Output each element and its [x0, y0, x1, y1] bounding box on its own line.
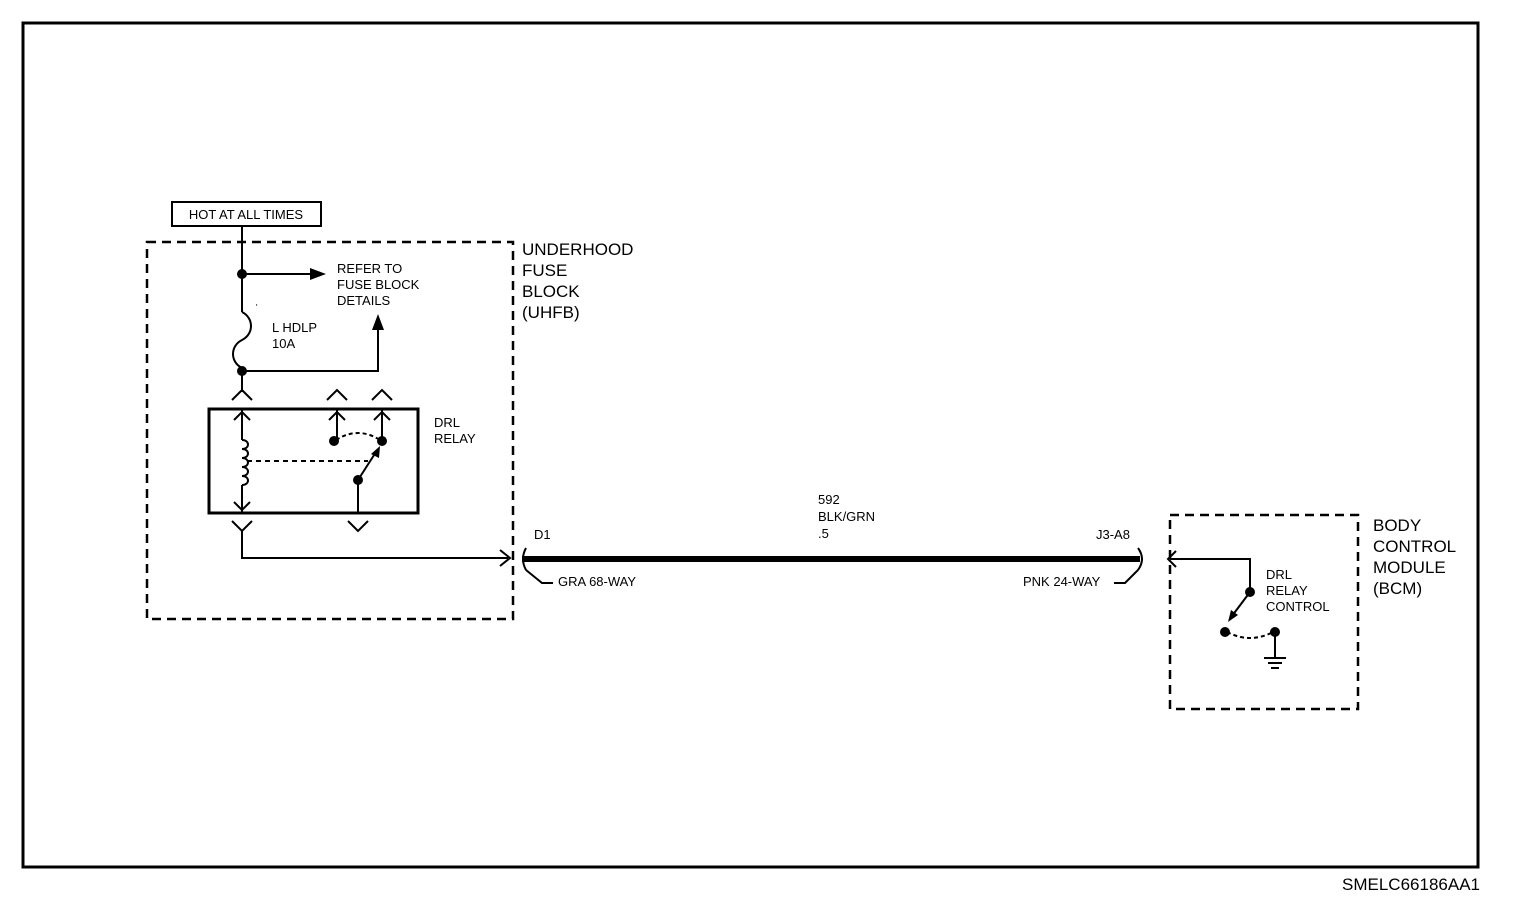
relay-connector-top-3 [371, 388, 393, 401]
svg-text:REFER TO: REFER TO [337, 261, 402, 276]
svg-text:(UHFB): (UHFB) [522, 303, 580, 322]
svg-text:DRL: DRL [1266, 567, 1292, 582]
bcm-input-wire [1170, 558, 1251, 592]
contact-travel [335, 432, 381, 441]
bcm-label: BODY CONTROL MODULE (BCM) [1373, 516, 1456, 598]
svg-text:BLOCK: BLOCK [522, 282, 580, 301]
relay-connector-bottom-1 [231, 520, 253, 533]
wire-circuit: 592 [818, 492, 840, 507]
uhfb-label: UNDERHOOD FUSE BLOCK (UHFB) [522, 240, 633, 322]
refer-up-arrow-head [372, 314, 384, 330]
connector-right-leader [1114, 569, 1139, 584]
connector-left-shape [522, 547, 527, 571]
uhfb-boundary [145, 240, 515, 621]
connector-left-leader [525, 569, 553, 584]
coil-arrow-top [233, 410, 251, 421]
bcm-boundary [1168, 513, 1360, 711]
svg-text:FUSE: FUSE [522, 261, 567, 280]
conn-right-pin: J3-A8 [1096, 527, 1130, 542]
bcm-contact-bottom [1220, 627, 1230, 637]
svg-text:DRL: DRL [434, 415, 460, 430]
fuse-name: L HDLP [272, 320, 317, 335]
hot-label: HOT AT ALL TIMES [189, 207, 303, 222]
switch-arm [357, 451, 377, 481]
switch-arm-head [371, 446, 380, 458]
relay-connector-top-2 [326, 388, 348, 401]
bcm-switch-arm [1231, 591, 1251, 617]
wire-label: 592 BLK/GRN .5 [818, 492, 875, 541]
relay-coil [241, 439, 249, 486]
contact-no [377, 436, 387, 446]
conn-left-pin: D1 [534, 527, 551, 542]
svg-text:UNDERHOOD: UNDERHOOD [522, 240, 633, 259]
svg-text:RELAY: RELAY [1266, 583, 1308, 598]
bcm-entry-arrow [1166, 550, 1177, 568]
svg-text:BODY: BODY [1373, 516, 1421, 535]
bcm-control-label: DRL RELAY CONTROL [1266, 567, 1330, 614]
conn-right-name: PNK 24-WAY [1023, 574, 1101, 589]
conn-left-name: GRA 68-WAY [558, 574, 636, 589]
contact-nc-arrow [328, 410, 346, 421]
svg-text:MODULE: MODULE [1373, 558, 1446, 577]
coil-arrow-bottom [233, 501, 251, 512]
svg-text:CONTROL: CONTROL [1266, 599, 1330, 614]
svg-text:DETAILS: DETAILS [337, 293, 391, 308]
refer-arrow-head [310, 268, 326, 280]
fuse-rating: 10A [272, 336, 295, 351]
bcm-switch-head [1228, 610, 1238, 622]
uhfb-exit-arrow [499, 549, 512, 567]
drl-relay-box [207, 407, 420, 515]
connector-right-shape [1137, 547, 1143, 571]
svg-text:CONTROL: CONTROL [1373, 537, 1456, 556]
svg-text:(BCM): (BCM) [1373, 579, 1422, 598]
wire-color: BLK/GRN [818, 509, 875, 524]
coil-ground-wire [241, 531, 508, 559]
ground-icon [1264, 657, 1286, 669]
relay-connector-bottom-2 [347, 520, 369, 533]
fuse-symbol [232, 311, 252, 369]
contact-nc [329, 436, 339, 446]
hot-at-all-times-box: HOT AT ALL TIMES [171, 201, 322, 227]
diagram-id: SMELC66186AA1 [1342, 875, 1480, 894]
relay-connector-top-1 [231, 388, 253, 401]
diagram-frame [21, 21, 1480, 869]
svg-text:FUSE BLOCK: FUSE BLOCK [337, 277, 420, 292]
wire-gauge: .5 [818, 526, 829, 541]
fuse-tick: ˙ [255, 302, 259, 317]
bcm-contact-travel [1226, 631, 1274, 639]
svg-text:RELAY: RELAY [434, 431, 476, 446]
drl-relay-label: DRL RELAY [434, 415, 476, 446]
refer-label: REFER TO FUSE BLOCK DETAILS [337, 261, 420, 308]
contact-no-arrow [373, 410, 391, 421]
refer-up-line [242, 328, 379, 372]
